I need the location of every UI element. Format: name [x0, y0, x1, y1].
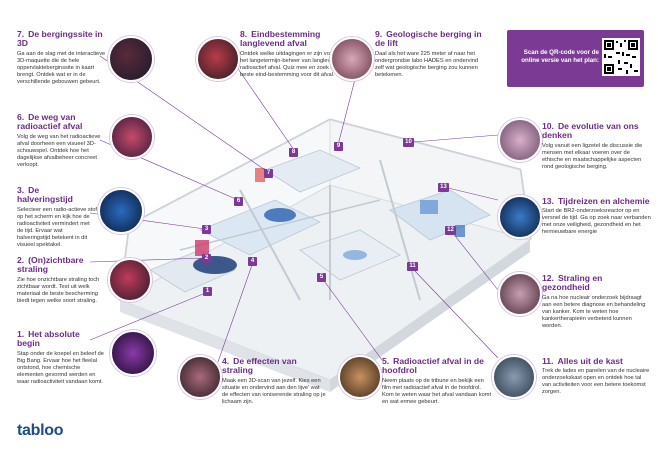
- qr-code-panel[interactable]: Scan de QR-code voor de online versie va…: [507, 30, 644, 87]
- marker-13[interactable]: 13: [438, 183, 449, 192]
- section-13: 13.Tijdreizen en alchemie Start de BR2-o…: [542, 196, 654, 236]
- marker-1[interactable]: 1: [203, 287, 212, 296]
- marker-6[interactable]: 6: [234, 197, 243, 206]
- qr-code-icon[interactable]: [602, 38, 640, 76]
- section-1-photo: [110, 330, 156, 376]
- section-5-photo: [338, 355, 382, 399]
- section-1: 1.Het absolute begin Stap onder de koepe…: [17, 329, 105, 386]
- section-4-desc: Maak een 3D-scan van jezelf. Kies een si…: [222, 377, 326, 405]
- marker-4[interactable]: 4: [248, 257, 257, 266]
- section-3-title: 3.De halveringstijd: [17, 185, 73, 205]
- qr-code-text: Scan de QR-code voor de online versie va…: [521, 49, 599, 64]
- section-6-desc: Volg de weg van het radioactieve afval d…: [17, 133, 101, 168]
- section-11-title: 11.Alles uit de kast: [542, 356, 623, 366]
- marker-3[interactable]: 3: [202, 225, 211, 234]
- section-3: 3.De halveringstijd Selecteer een radio-…: [17, 185, 97, 249]
- section-5: 5.Radioactief afval in de hoofdrol Neem …: [382, 356, 492, 406]
- tabloo-logo: tabloo: [17, 422, 64, 439]
- section-3-desc: Selecteer een radio-actieve stof op het …: [17, 206, 97, 248]
- section-10: 10.De evolutie van ons denken Volg vanui…: [542, 121, 652, 171]
- marker-7[interactable]: 7: [264, 169, 273, 178]
- section-1-title: 1.Het absolute begin: [17, 329, 80, 349]
- marker-11[interactable]: 11: [407, 262, 418, 271]
- section-7-desc: Ga aan de slag met de interactieve 3D-ma…: [17, 50, 106, 85]
- section-13-title: 13.Tijdreizen en alchemie: [542, 196, 650, 206]
- section-11: 11.Alles uit de kast Trek de lades en pa…: [542, 356, 652, 396]
- section-2-photo: [108, 258, 152, 302]
- section-9-title: 9.Geologische berging in de lift: [375, 29, 482, 49]
- marker-5[interactable]: 5: [317, 273, 326, 282]
- section-8-photo: [196, 37, 240, 81]
- section-11-desc: Trek de lades en panelen van de nucleair…: [542, 368, 650, 396]
- section-6-title: 6.De weg van radioactief afval: [17, 112, 83, 132]
- section-6: 6.De weg van radioactief afval Volg de w…: [17, 112, 112, 169]
- marker-12[interactable]: 12: [445, 226, 456, 235]
- section-5-title: 5.Radioactief afval in de hoofdrol: [382, 356, 484, 376]
- section-9: 9.Geologische berging in de lift Daal al…: [375, 29, 485, 79]
- section-2-title: 2.(On)zichtbare straling: [17, 255, 84, 275]
- section-4-photo: [178, 355, 222, 399]
- section-1-desc: Stap onder de koepel en beleef de Big Ba…: [17, 350, 104, 385]
- section-7-title: 7.De bergingssite in 3D: [17, 29, 103, 49]
- section-11-photo: [492, 355, 536, 399]
- section-6-photo: [110, 115, 154, 159]
- section-9-photo: [330, 37, 374, 81]
- section-7: 7.De bergingssite in 3D Ga aan de slag m…: [17, 29, 112, 86]
- marker-10[interactable]: 10: [403, 138, 414, 147]
- section-12-photo: [498, 272, 542, 316]
- section-9-desc: Daal als het ware 225 meter af naar het …: [375, 50, 479, 78]
- section-2-desc: Zie hoe onzichtbare straling toch zichtb…: [17, 276, 100, 304]
- section-12: 12.Straling en gezondheid Ga na hoe nucl…: [542, 273, 652, 330]
- section-8-title: 8.Eindbestemming langlevend afval: [240, 29, 321, 49]
- section-5-desc: Neem plaats op de tribune en bekijk een …: [382, 377, 492, 405]
- section-4-title: 4.De effecten van straling: [222, 356, 297, 376]
- section-4: 4.De effecten van straling Maak een 3D-s…: [222, 356, 327, 406]
- section-13-photo: [498, 195, 542, 239]
- section-12-title: 12.Straling en gezondheid: [542, 273, 603, 293]
- section-8: 8.Eindbestemming langlevend afval Ontdek…: [240, 29, 340, 79]
- marker-9[interactable]: 9: [334, 142, 343, 151]
- section-12-desc: Ga na hoe nucleair onderzoek bijdraagt a…: [542, 294, 646, 329]
- marker-8[interactable]: 8: [289, 148, 298, 157]
- section-10-title: 10.De evolutie van ons denken: [542, 121, 639, 141]
- marker-2[interactable]: 2: [202, 254, 211, 263]
- section-3-photo: [98, 188, 144, 234]
- section-13-desc: Start de BR2-onderzoeksreactor op en ver…: [542, 208, 651, 236]
- section-10-desc: Volg vanuit een ligzetel de discussie di…: [542, 142, 643, 170]
- section-10-photo: [498, 118, 542, 162]
- section-7-photo: [108, 36, 154, 82]
- section-2: 2.(On)zichtbare straling Zie hoe onzicht…: [17, 255, 107, 305]
- section-8-desc: Ontdek welke uitdagingen er zijn voor he…: [240, 50, 340, 78]
